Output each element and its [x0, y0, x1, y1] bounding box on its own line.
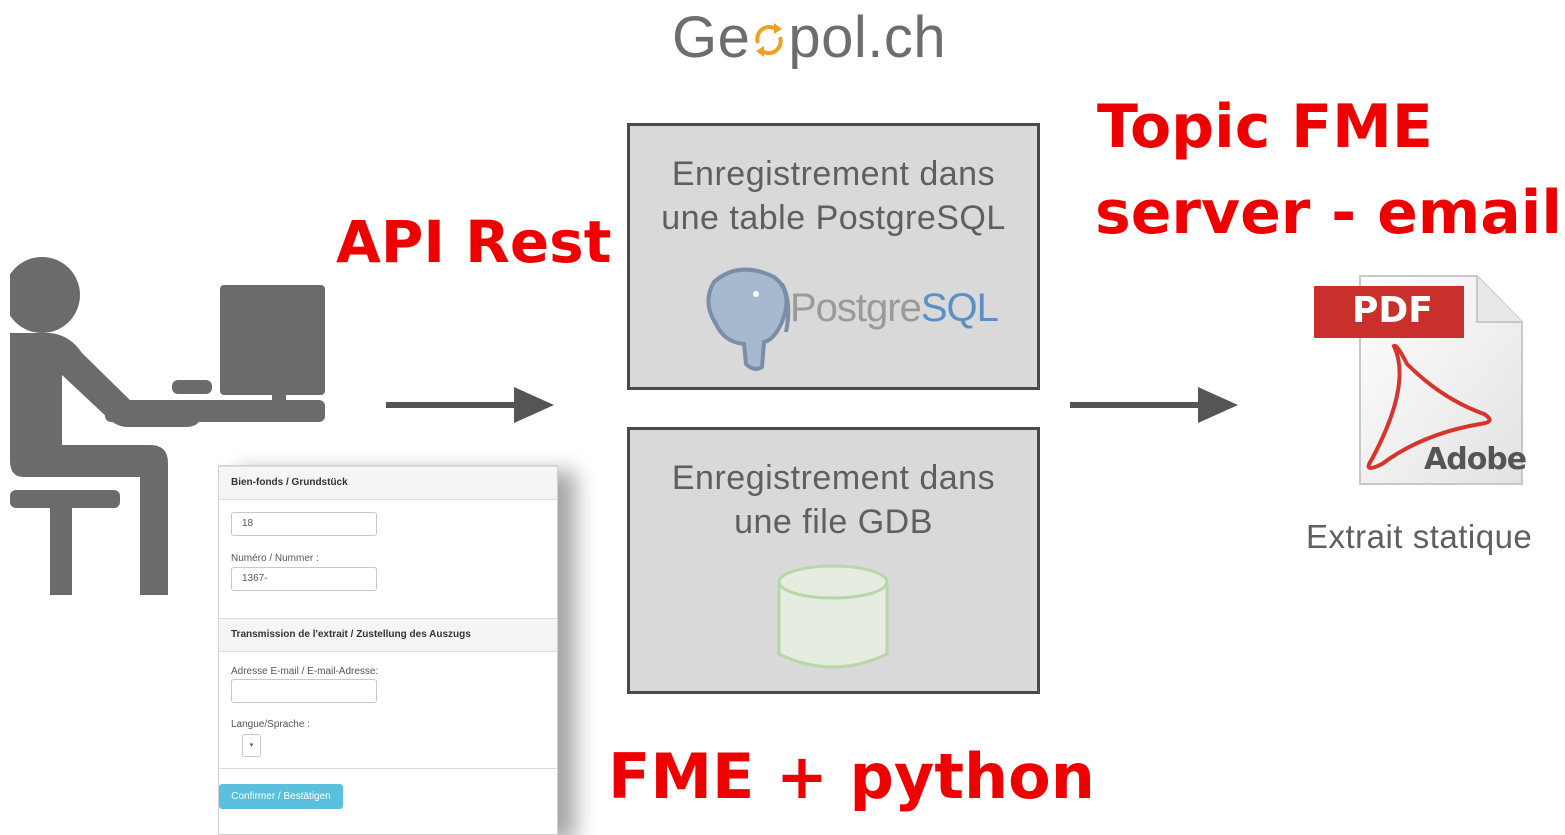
postgresql-elephant-icon: [706, 267, 791, 371]
arrow-to-processing-icon: [386, 387, 554, 423]
number-field-input[interactable]: 1367-: [231, 567, 377, 591]
refresh-ring-icon: [755, 23, 784, 57]
gdb-storage-box: Enregistrement dans une file GDB: [627, 427, 1040, 694]
adobe-brand-text: Adobe: [1424, 442, 1527, 477]
arrow-to-pdf-icon: [1070, 387, 1238, 423]
adobe-pdf-file-icon: [1314, 275, 1523, 485]
number-field-label: Numéro / Nummer :: [231, 553, 319, 564]
postgresql-box-line1: Enregistrement dans: [671, 155, 996, 193]
email-field-input[interactable]: [231, 679, 377, 703]
gdb-box-title: Enregistrement dans une file GDB: [630, 456, 1037, 544]
api-rest-label: API Rest: [336, 208, 612, 276]
form-section-parcel-title: Bien-fonds / Grundstück: [219, 466, 557, 500]
language-select[interactable]: ▾: [242, 734, 261, 757]
form-divider: [219, 768, 557, 769]
postgresql-logo-text-b: SQL: [920, 286, 999, 330]
person-at-computer-icon: [10, 257, 325, 595]
fme-python-label: FME + python: [608, 740, 1095, 813]
language-field-label: Langue/Sprache :: [231, 719, 310, 730]
geopol-logo: Ge pol.ch: [672, 4, 946, 71]
logo-text-end: pol.ch: [788, 5, 947, 70]
topic-fme-label-line1: Topic FME: [1097, 92, 1433, 162]
postgresql-logo-text-a: Postgre: [790, 286, 922, 330]
postgresql-logo-text: PostgreSQL: [790, 286, 999, 331]
postgresql-storage-box: Enregistrement dans une table PostgreSQL…: [627, 123, 1040, 390]
extract-request-form: Bien-fonds / Grundstück 18 Numéro / Numm…: [218, 465, 558, 835]
gdb-box-line2: une file GDB: [734, 503, 933, 541]
email-field-label: Adresse E-mail / E-mail-Adresse:: [231, 666, 379, 677]
pdf-caption: Extrait statique: [1306, 518, 1533, 555]
postgresql-box-line2: une table PostgreSQL: [661, 199, 1006, 237]
logo-text-start: Ge: [672, 5, 751, 70]
form-section-transmission-title: Transmission de l'extrait / Zustellung d…: [219, 618, 557, 652]
parcel-field-input[interactable]: 18: [231, 512, 377, 536]
confirm-button[interactable]: Confirmer / Bestätigen: [219, 784, 343, 809]
gdb-box-line1: Enregistrement dans: [671, 459, 996, 497]
database-cylinder-icon: [777, 564, 889, 669]
pdf-badge-text: PDF: [1352, 290, 1433, 331]
topic-fme-label-line2: server - email: [1095, 178, 1562, 248]
postgresql-box-title: Enregistrement dans une table PostgreSQL: [630, 152, 1037, 240]
